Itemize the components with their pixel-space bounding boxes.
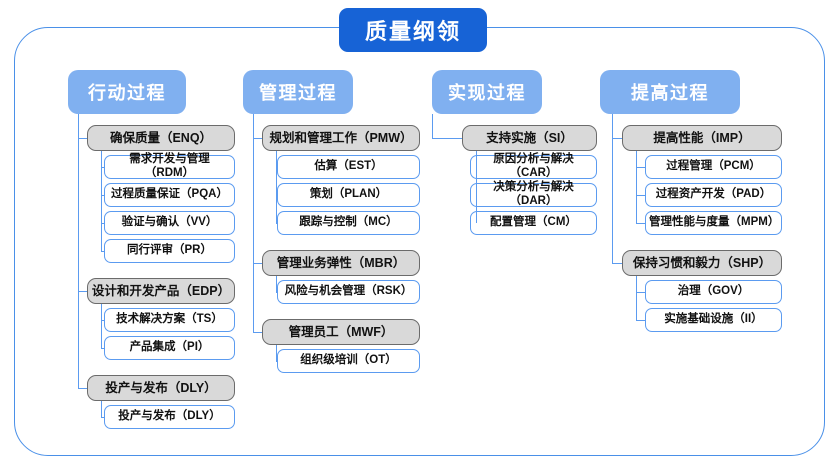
group-box-1-2[interactable]: 设计和开发产品（EDP） <box>87 278 235 304</box>
column-spine-2 <box>253 114 255 332</box>
connector-leaf-1-1-4 <box>101 251 104 253</box>
leaf-box-2-1-2[interactable]: 策划（PLAN） <box>277 183 420 207</box>
group-box-2-2[interactable]: 管理业务弹性（MBR） <box>262 250 420 276</box>
connector-leaf-4-1-1 <box>636 167 645 169</box>
child-spine-2-2 <box>276 276 278 292</box>
connector-group-1-2 <box>78 291 87 293</box>
connector-leaf-1-2-1 <box>101 320 104 322</box>
group-box-2-1[interactable]: 规划和管理工作（PMW） <box>262 125 420 151</box>
connector-group-1-3 <box>78 388 87 390</box>
column-spine-1 <box>78 114 80 388</box>
child-spine-1-1 <box>101 151 103 251</box>
connector-group-2-3 <box>253 332 262 334</box>
child-spine-4-1 <box>636 151 638 223</box>
column-spine-4 <box>612 114 614 263</box>
column-header-3[interactable]: 实现过程 <box>432 70 542 114</box>
child-spine-3-1 <box>476 151 478 223</box>
group-box-1-1[interactable]: 确保质量（ENQ） <box>87 125 235 151</box>
column-header-2[interactable]: 管理过程 <box>243 70 353 114</box>
connector-group-3-1 <box>432 138 462 140</box>
child-spine-2-1 <box>276 151 278 223</box>
connector-group-1-1 <box>78 138 87 140</box>
child-spine-4-2 <box>636 276 638 320</box>
connector-leaf-1-1-1 <box>101 167 104 169</box>
leaf-box-1-1-3[interactable]: 验证与确认（VV） <box>104 211 235 235</box>
leaf-box-3-1-2[interactable]: 决策分析与解决（DAR） <box>470 181 597 207</box>
group-box-4-2[interactable]: 保持习惯和毅力（SHP） <box>622 250 782 276</box>
leaf-box-1-2-2[interactable]: 产品集成（PI） <box>104 336 235 360</box>
connector-leaf-1-3-1 <box>101 417 104 419</box>
connector-leaf-4-2-1 <box>636 292 645 294</box>
group-box-2-3[interactable]: 管理员工（MWF） <box>262 319 420 345</box>
child-spine-1-2 <box>101 304 103 348</box>
connector-leaf-1-2-2 <box>101 348 104 350</box>
leaf-box-4-2-2[interactable]: 实施基础设施（II） <box>645 308 782 332</box>
leaf-box-1-1-1[interactable]: 需求开发与管理（RDM） <box>104 153 235 179</box>
leaf-box-2-2-1[interactable]: 风险与机会管理（RSK） <box>277 280 420 304</box>
connector-group-2-2 <box>253 263 262 265</box>
leaf-box-4-1-2[interactable]: 过程资产开发（PAD） <box>645 183 782 207</box>
leaf-box-1-1-2[interactable]: 过程质量保证（PQA） <box>104 183 235 207</box>
connector-leaf-1-1-3 <box>101 223 104 225</box>
group-box-4-1[interactable]: 提高性能（IMP） <box>622 125 782 151</box>
connector-leaf-1-1-2 <box>101 195 104 197</box>
connector-leaf-4-2-2 <box>636 320 645 322</box>
connector-leaf-4-1-2 <box>636 195 645 197</box>
leaf-box-4-1-3[interactable]: 管理性能与度量（MPM） <box>645 211 782 235</box>
child-spine-1-3 <box>101 401 103 417</box>
connector-leaf-2-2-1 <box>276 292 277 294</box>
leaf-box-4-2-1[interactable]: 治理（GOV） <box>645 280 782 304</box>
leaf-box-2-1-3[interactable]: 跟踪与控制（MC） <box>277 211 420 235</box>
connector-leaf-2-1-3 <box>276 223 277 225</box>
leaf-box-3-1-3[interactable]: 配置管理（CM） <box>470 211 597 235</box>
column-header-1[interactable]: 行动过程 <box>68 70 186 114</box>
child-spine-2-3 <box>276 345 278 361</box>
connector-group-4-2 <box>612 263 622 265</box>
leaf-box-4-1-1[interactable]: 过程管理（PCM） <box>645 155 782 179</box>
leaf-box-2-1-1[interactable]: 估算（EST） <box>277 155 420 179</box>
column-spine-3 <box>432 114 434 138</box>
connector-leaf-2-3-1 <box>276 361 277 363</box>
leaf-box-3-1-1[interactable]: 原因分析与解决（CAR） <box>470 153 597 179</box>
leaf-box-1-2-1[interactable]: 技术解决方案（TS） <box>104 308 235 332</box>
group-box-1-3[interactable]: 投产与发布（DLY） <box>87 375 235 401</box>
leaf-box-1-3-1[interactable]: 投产与发布（DLY） <box>104 405 235 429</box>
leaf-box-2-3-1[interactable]: 组织级培训（OT） <box>277 349 420 373</box>
column-header-4[interactable]: 提高过程 <box>600 70 740 114</box>
connector-group-2-1 <box>253 138 262 140</box>
root-title: 质量纲领 <box>339 8 487 52</box>
connector-group-4-1 <box>612 138 622 140</box>
connector-leaf-4-1-3 <box>636 223 645 225</box>
leaf-box-1-1-4[interactable]: 同行评审（PR） <box>104 239 235 263</box>
group-box-3-1[interactable]: 支持实施（SI） <box>462 125 597 151</box>
